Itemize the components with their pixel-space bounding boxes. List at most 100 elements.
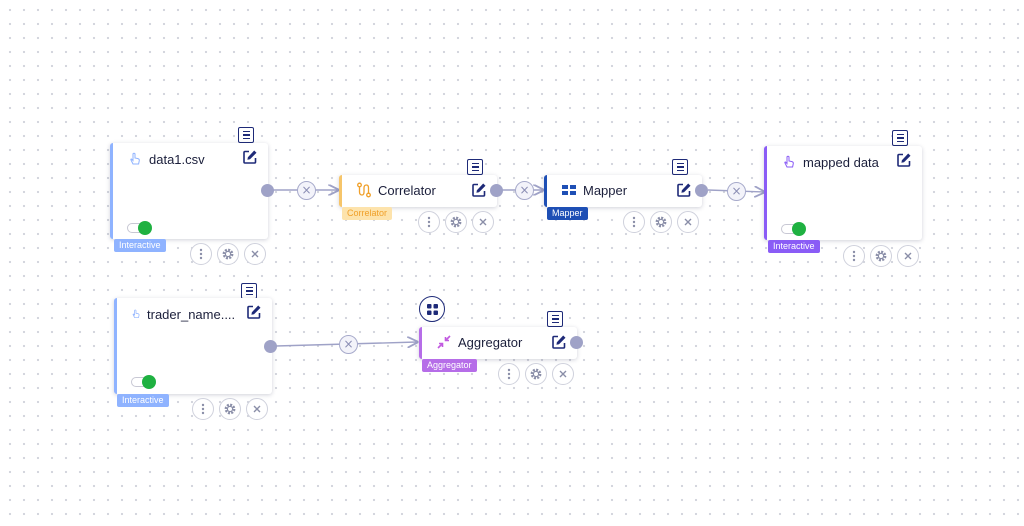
node-data1-edit-button[interactable]: [241, 148, 259, 166]
node-mapper-edit-button[interactable]: [675, 181, 693, 199]
more-vertical-icon: [201, 403, 205, 415]
close-icon: [253, 405, 261, 413]
more-vertical-icon: [632, 216, 636, 228]
node-aggregator-settings-button[interactable]: [525, 363, 547, 385]
gear-icon: [530, 368, 542, 380]
node-mapper-output-port[interactable]: [695, 184, 708, 197]
more-vertical-icon: [507, 368, 511, 380]
edit-icon: [247, 305, 261, 319]
edge-remove-data1-correlator[interactable]: ×: [297, 181, 316, 200]
node-data1-tag: Interactive: [114, 239, 166, 252]
hand-pointer-icon: [127, 151, 143, 167]
edit-icon: [897, 153, 911, 167]
node-aggregator-edit-button[interactable]: [550, 333, 568, 351]
node-trader-settings-button[interactable]: [219, 398, 241, 420]
more-vertical-icon: [199, 248, 203, 260]
compress-arrows-icon: [436, 334, 452, 350]
node-aggregator-notes-button[interactable]: [547, 311, 563, 327]
node-aggregator-output-port[interactable]: [570, 336, 583, 349]
node-mapped-actions: [843, 245, 919, 267]
node-aggregator-more-button[interactable]: [498, 363, 520, 385]
grid-icon: [561, 182, 577, 198]
node-trader-header: trader_name....: [131, 306, 235, 322]
node-trader-notes-button[interactable]: [241, 283, 257, 299]
node-data1-settings-button[interactable]: [217, 243, 239, 265]
node-mapper-title: Mapper: [583, 182, 628, 198]
close-icon: [479, 218, 487, 226]
node-correlator[interactable]: Correlator: [339, 175, 497, 207]
node-data1-actions: [190, 243, 266, 265]
close-icon: [684, 218, 692, 226]
node-trader-toggle[interactable]: [131, 375, 156, 389]
node-aggregator-group-button[interactable]: [419, 296, 445, 322]
node-aggregator-title: Aggregator: [458, 334, 523, 350]
node-mapped-toggle[interactable]: [781, 222, 806, 236]
node-data1-notes-button[interactable]: [238, 127, 254, 143]
more-vertical-icon: [427, 216, 431, 228]
gear-icon: [875, 250, 887, 262]
hand-pointer-icon: [781, 154, 797, 170]
node-correlator-notes-button[interactable]: [467, 159, 483, 175]
node-data1-close-button[interactable]: [244, 243, 266, 265]
toggle-knob: [142, 375, 156, 389]
edge-remove-correlator-mapper[interactable]: ×: [515, 181, 534, 200]
apps-grid-icon: [426, 303, 438, 315]
edge-remove-mapper-mapped-data[interactable]: ×: [727, 182, 746, 201]
node-aggregator-tag: Aggregator: [422, 359, 477, 372]
node-data1-output-port[interactable]: [261, 184, 274, 197]
node-mapped-tag: Interactive: [768, 240, 820, 253]
node-mapper-actions: [623, 211, 699, 233]
close-icon: [559, 370, 567, 378]
node-correlator-header: Correlator: [356, 182, 436, 198]
edit-icon: [552, 335, 566, 349]
node-mapped-settings-button[interactable]: [870, 245, 892, 267]
node-correlator-settings-button[interactable]: [445, 211, 467, 233]
node-mapper-header: Mapper: [561, 182, 627, 198]
more-vertical-icon: [852, 250, 856, 262]
edit-icon: [243, 150, 257, 164]
node-data1-header: data1.csv: [127, 151, 205, 167]
node-mapped-close-button[interactable]: [897, 245, 919, 267]
node-trader-more-button[interactable]: [192, 398, 214, 420]
node-mapper-tag: Mapper: [547, 207, 588, 220]
node-trader-actions: [192, 398, 268, 420]
edit-icon: [677, 183, 691, 197]
node-correlator-close-button[interactable]: [472, 211, 494, 233]
node-trader[interactable]: trader_name....: [114, 298, 272, 394]
node-mapper-settings-button[interactable]: [650, 211, 672, 233]
gear-icon: [450, 216, 462, 228]
node-trader-close-button[interactable]: [246, 398, 268, 420]
node-trader-output-port[interactable]: [264, 340, 277, 353]
node-data1[interactable]: data1.csv: [110, 143, 268, 239]
node-correlator-tag: Correlator: [342, 207, 393, 220]
node-correlator-edit-button[interactable]: [470, 181, 488, 199]
node-aggregator-actions: [498, 363, 574, 385]
node-data1-more-button[interactable]: [190, 243, 212, 265]
node-trader-tag: Interactive: [117, 394, 169, 407]
node-data1-toggle[interactable]: [127, 221, 152, 235]
node-correlator-output-port[interactable]: [490, 184, 503, 197]
node-aggregator[interactable]: Aggregator: [419, 327, 577, 359]
node-data1-title: data1.csv: [149, 151, 205, 167]
node-mapper[interactable]: Mapper: [544, 175, 702, 207]
close-icon: [251, 250, 259, 258]
node-mapped-edit-button[interactable]: [895, 151, 913, 169]
node-mapper-close-button[interactable]: [677, 211, 699, 233]
edge-remove-trader-aggregator[interactable]: ×: [339, 335, 358, 354]
node-mapper-more-button[interactable]: [623, 211, 645, 233]
gear-icon: [224, 403, 236, 415]
node-mapped-data[interactable]: mapped data: [764, 146, 922, 240]
toggle-knob: [792, 222, 806, 236]
node-mapped-notes-button[interactable]: [892, 130, 908, 146]
node-aggregator-header: Aggregator: [436, 334, 522, 350]
node-trader-edit-button[interactable]: [245, 303, 263, 321]
node-mapper-notes-button[interactable]: [672, 159, 688, 175]
edit-icon: [472, 183, 486, 197]
node-trader-title: trader_name....: [147, 306, 236, 322]
node-correlator-more-button[interactable]: [418, 211, 440, 233]
node-mapped-header: mapped data: [781, 154, 879, 170]
node-mapped-title: mapped data: [803, 154, 879, 170]
node-aggregator-close-button[interactable]: [552, 363, 574, 385]
node-mapped-more-button[interactable]: [843, 245, 865, 267]
